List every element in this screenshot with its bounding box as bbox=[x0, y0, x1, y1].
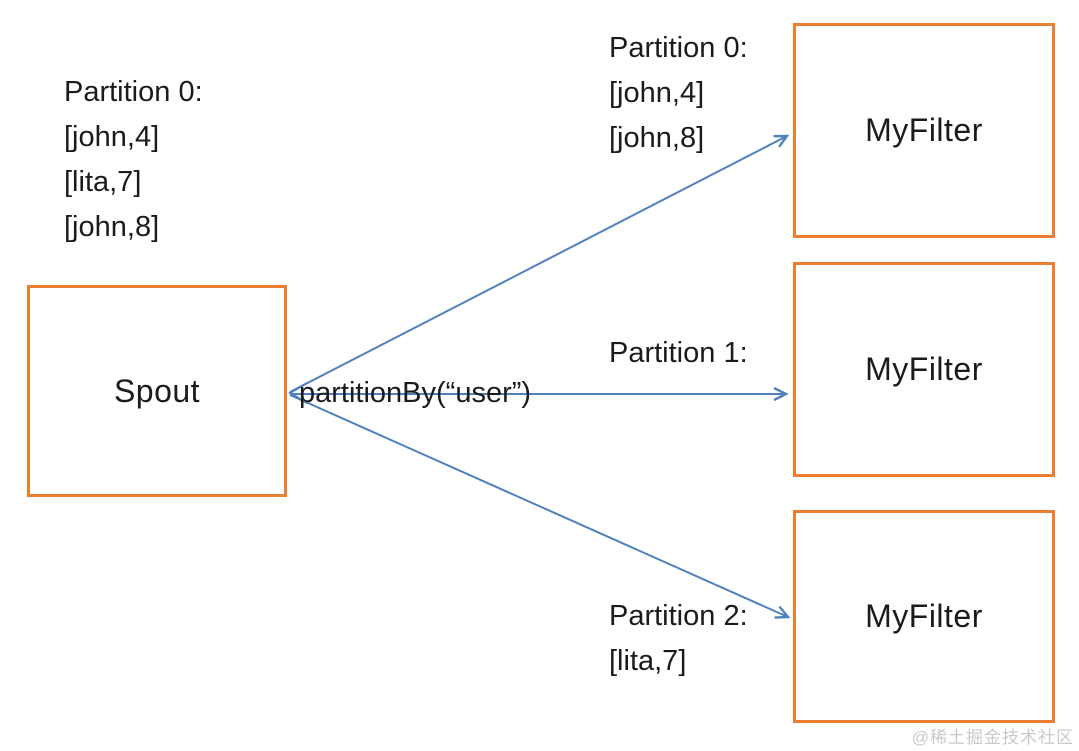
myfilter-middle-label: MyFilter bbox=[865, 351, 983, 387]
partition2-tuple: [lita,7] bbox=[609, 645, 687, 677]
myfilter-node-middle: MyFilter bbox=[793, 262, 1055, 477]
source-partition-annotation: Partition 0: [john,4] [lita,7] [john,8] bbox=[64, 70, 203, 250]
myfilter-bottom-label: MyFilter bbox=[865, 598, 983, 634]
partition2-annotation: Partition 2: [lita,7] bbox=[609, 594, 748, 684]
arrow-to-filter-bottom bbox=[289, 394, 791, 619]
spout-node: Spout bbox=[27, 285, 287, 497]
spout-label: Spout bbox=[113, 372, 201, 409]
source-partition-tuple: [lita,7] bbox=[64, 166, 142, 198]
partition0-tuple: [john,4] bbox=[609, 77, 705, 109]
source-partition-title: Partition 0: bbox=[64, 76, 203, 108]
arrow-to-filter-top bbox=[289, 134, 790, 393]
partition1-annotation: Partition 1: bbox=[609, 331, 748, 376]
myfilter-node-top: MyFilter bbox=[793, 23, 1055, 238]
source-partition-tuple: [john,8] bbox=[64, 211, 160, 243]
partition-by-edge-label: partitionBy(“user”) bbox=[299, 377, 532, 409]
myfilter-node-bottom: MyFilter bbox=[793, 510, 1055, 723]
partition0-title: Partition 0: bbox=[609, 32, 748, 64]
source-partition-tuple: [john,4] bbox=[64, 121, 160, 153]
myfilter-top-label: MyFilter bbox=[865, 112, 983, 148]
watermark: @稀土掘金技术社区 bbox=[911, 728, 1074, 747]
partition1-title: Partition 1: bbox=[609, 337, 748, 369]
partition0-annotation: Partition 0: [john,4] [john,8] bbox=[609, 26, 748, 161]
partition0-tuple: [john,8] bbox=[609, 122, 705, 154]
partition2-title: Partition 2: bbox=[609, 600, 748, 632]
